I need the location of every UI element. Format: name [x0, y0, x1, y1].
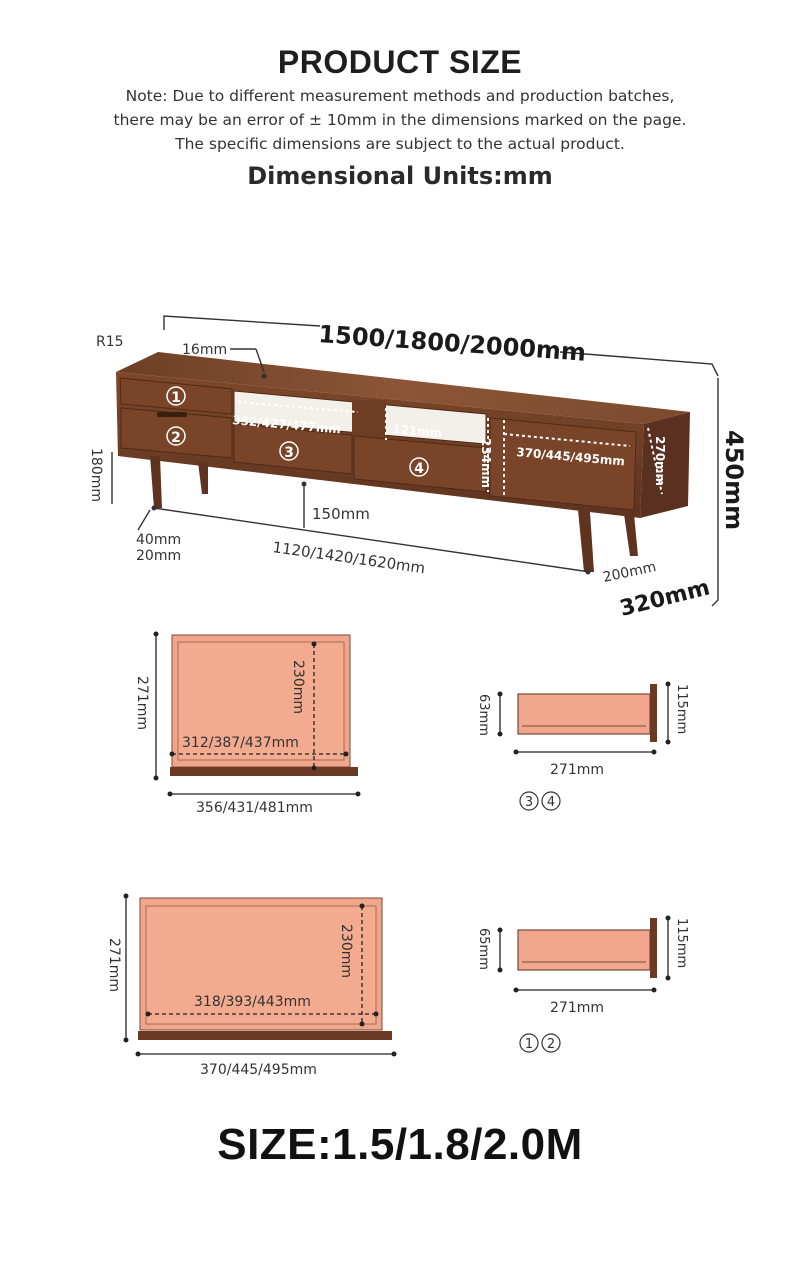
drawer-a-inner-height-label: 230mm — [290, 660, 306, 714]
drawer-3-front — [233, 423, 353, 475]
drawer-number-4: 4 — [409, 457, 429, 477]
drawer-side-b-depth-label: 271mm — [550, 1000, 604, 1016]
page-title: PRODUCT SIZE — [277, 44, 523, 80]
drawer-detail-a-top — [170, 634, 358, 776]
thickness-label: 16mm — [182, 342, 227, 358]
svg-text:3: 3 — [284, 445, 294, 461]
drawer-side-b-dims — [499, 918, 669, 991]
open-height-label: 121mm — [392, 422, 443, 440]
svg-text:4: 4 — [547, 795, 555, 810]
drawer-a-tag-4: 4 — [541, 791, 561, 811]
clearance-label: 150mm — [312, 505, 370, 523]
measurement-note: Note: Due to different measurement metho… — [0, 84, 800, 156]
drawer-side-b-inner-height-label: 65mm — [476, 928, 491, 970]
leg-span-dot-right — [585, 569, 591, 575]
leg-size-b-label: 20mm — [136, 548, 181, 564]
drawer-detail-a-dots — [153, 631, 361, 797]
drawer-detail-a-dims — [155, 634, 358, 795]
drawer-2-handle — [157, 412, 187, 417]
side-height-label: 270mm — [653, 436, 667, 486]
outer-dimension-lines — [111, 315, 719, 607]
drawer-b-outer-width-label: 370/445/495mm — [200, 1062, 317, 1078]
drawer-side-a — [517, 684, 657, 742]
drawer-1-front — [119, 377, 233, 415]
drawer-side-a-depth-label: 271mm — [550, 762, 604, 778]
drawer-b-tag-2: 2 — [541, 1033, 561, 1053]
note-line-2: there may be an error of ± 10mm in the d… — [113, 111, 687, 129]
drawer-number-1: 1 — [166, 386, 186, 406]
cabinet-side — [640, 412, 690, 518]
drawer-number-2: 2 — [166, 426, 186, 446]
drawer-side-a-inner-height-label: 63mm — [476, 694, 491, 736]
drawer-b-inner-height-label: 230mm — [338, 924, 354, 978]
leg-back-left — [198, 462, 208, 494]
svg-text:1: 1 — [171, 390, 181, 406]
drawer-a-inner-width-label: 312/387/437mm — [182, 735, 299, 751]
compartment-divider — [352, 400, 386, 442]
cabinet-top — [116, 352, 690, 424]
radius-label: R15 — [96, 334, 124, 350]
drawer-side-b-dots — [497, 915, 671, 993]
drawer-side-a-dims — [499, 684, 669, 753]
note-line-1: Note: Due to different measurement metho… — [125, 87, 675, 105]
drawer-2-front — [120, 407, 233, 459]
side-depth-label: 200mm — [602, 559, 658, 586]
drawer-detail-b-dots — [123, 893, 397, 1057]
drawer-side-b — [517, 918, 657, 978]
drawer-a-outer-width-label: 356/431/481mm — [196, 800, 313, 816]
right-door — [489, 417, 637, 511]
drawer-b-height-label: 271mm — [106, 938, 122, 992]
leg-front-left — [150, 456, 162, 508]
overall-height-label: 450mm — [720, 430, 748, 530]
leg-back-right — [624, 514, 638, 556]
size-footer: SIZE:1.5/1.8/2.0M — [217, 1120, 583, 1169]
drawer-a-height-label: 271mm — [134, 676, 150, 730]
tv-cabinet — [116, 352, 690, 572]
svg-text:2: 2 — [547, 1037, 555, 1052]
note-line-3: The specific dimensions are subject to t… — [175, 135, 625, 153]
overall-width-label: 1500/1800/2000mm — [318, 320, 587, 367]
drawer-detail-b-top — [138, 897, 392, 1040]
leg-height-label: 180mm — [88, 448, 104, 502]
drawer-detail-b-dims — [125, 896, 394, 1055]
drawer-b-tag-1: 1 — [519, 1033, 539, 1053]
overall-depth-label: 320mm — [617, 575, 712, 621]
leg-front-right — [578, 510, 594, 572]
svg-text:3: 3 — [525, 795, 533, 810]
door-height-label: 234mm — [479, 438, 493, 488]
units-heading: Dimensional Units:mm — [247, 162, 553, 190]
clearance-dot-top — [301, 481, 307, 487]
leg-size-a-label: 40mm — [136, 532, 181, 548]
inner-dimension-lines — [237, 401, 663, 496]
svg-text:1: 1 — [525, 1037, 533, 1052]
svg-text:2: 2 — [171, 430, 181, 446]
drawer-b-inner-width-label: 318/393/443mm — [194, 994, 311, 1010]
drawer-side-a-outer-height-label: 115mm — [674, 684, 689, 734]
drawer-a-tag-3: 3 — [519, 791, 539, 811]
svg-text:4: 4 — [414, 461, 424, 477]
drawer-side-b-outer-height-label: 115mm — [674, 918, 689, 968]
drawer-4-front — [353, 435, 487, 493]
drawer-side-a-dots — [497, 681, 671, 755]
leg-span-dot-left — [151, 505, 157, 511]
thickness-dot — [261, 373, 267, 379]
drawer-number-3: 3 — [279, 441, 299, 461]
